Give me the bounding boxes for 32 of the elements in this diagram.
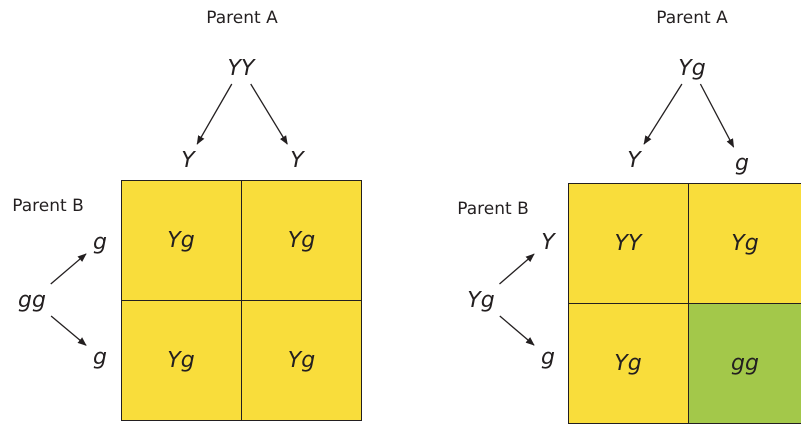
- allele-label: YY: [221, 54, 261, 82]
- parent-label: Parent B: [12, 196, 84, 216]
- allele-label: Yg: [672, 54, 712, 82]
- parent-label: Parent A: [206, 8, 278, 28]
- punnett-cell: Yg: [568, 303, 688, 424]
- parent-label: Parent B: [457, 199, 529, 219]
- arrow: [499, 254, 535, 284]
- punnett-cell: Yg: [241, 180, 362, 300]
- punnett-cell: Yg: [241, 300, 362, 421]
- arrow: [499, 316, 535, 346]
- punnett-cell: Yg: [688, 182, 801, 304]
- allele-label: g: [88, 343, 112, 371]
- allele-label: Y: [176, 146, 200, 174]
- allele-label: gg: [12, 286, 52, 314]
- punnett-cell: Yg: [120, 300, 242, 421]
- arrow: [50, 253, 87, 284]
- arrow: [50, 316, 87, 346]
- arrow: [700, 84, 734, 148]
- arrow: [644, 84, 682, 145]
- punnett-cell: gg: [688, 303, 801, 424]
- allele-label: Y: [536, 228, 560, 256]
- allele-label: Y: [622, 146, 646, 174]
- allele-label: g: [88, 228, 112, 256]
- punnett-cell: YY: [568, 182, 688, 304]
- allele-label: Yg: [461, 286, 501, 314]
- allele-label: Y: [285, 146, 309, 174]
- allele-label: g: [730, 149, 754, 177]
- arrow: [250, 84, 288, 145]
- arrow: [196, 84, 232, 145]
- allele-label: g: [536, 343, 560, 371]
- parent-label: Parent A: [656, 8, 728, 28]
- punnett-cell: Yg: [120, 180, 242, 300]
